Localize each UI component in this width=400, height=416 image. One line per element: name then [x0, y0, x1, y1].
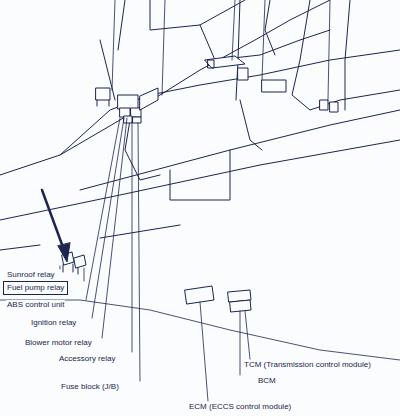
highlight-box: Fuel pump relay	[3, 281, 68, 295]
part-label: Sunroof relay	[6, 270, 56, 280]
part-label: TCM (Transmission control module)	[243, 360, 372, 370]
part-label: BCM	[257, 376, 277, 386]
part-label: ABS control unit	[6, 300, 65, 310]
part-label: Accessory relay	[58, 354, 116, 364]
part-label: Ignition relay	[30, 318, 77, 328]
part-label: Fuse block (J/B)	[60, 382, 120, 392]
part-label: Fuel pump relay	[7, 283, 64, 293]
part-label: Blower motor relay	[24, 338, 93, 348]
part-label: ECM (ECCS control module)	[188, 402, 292, 412]
